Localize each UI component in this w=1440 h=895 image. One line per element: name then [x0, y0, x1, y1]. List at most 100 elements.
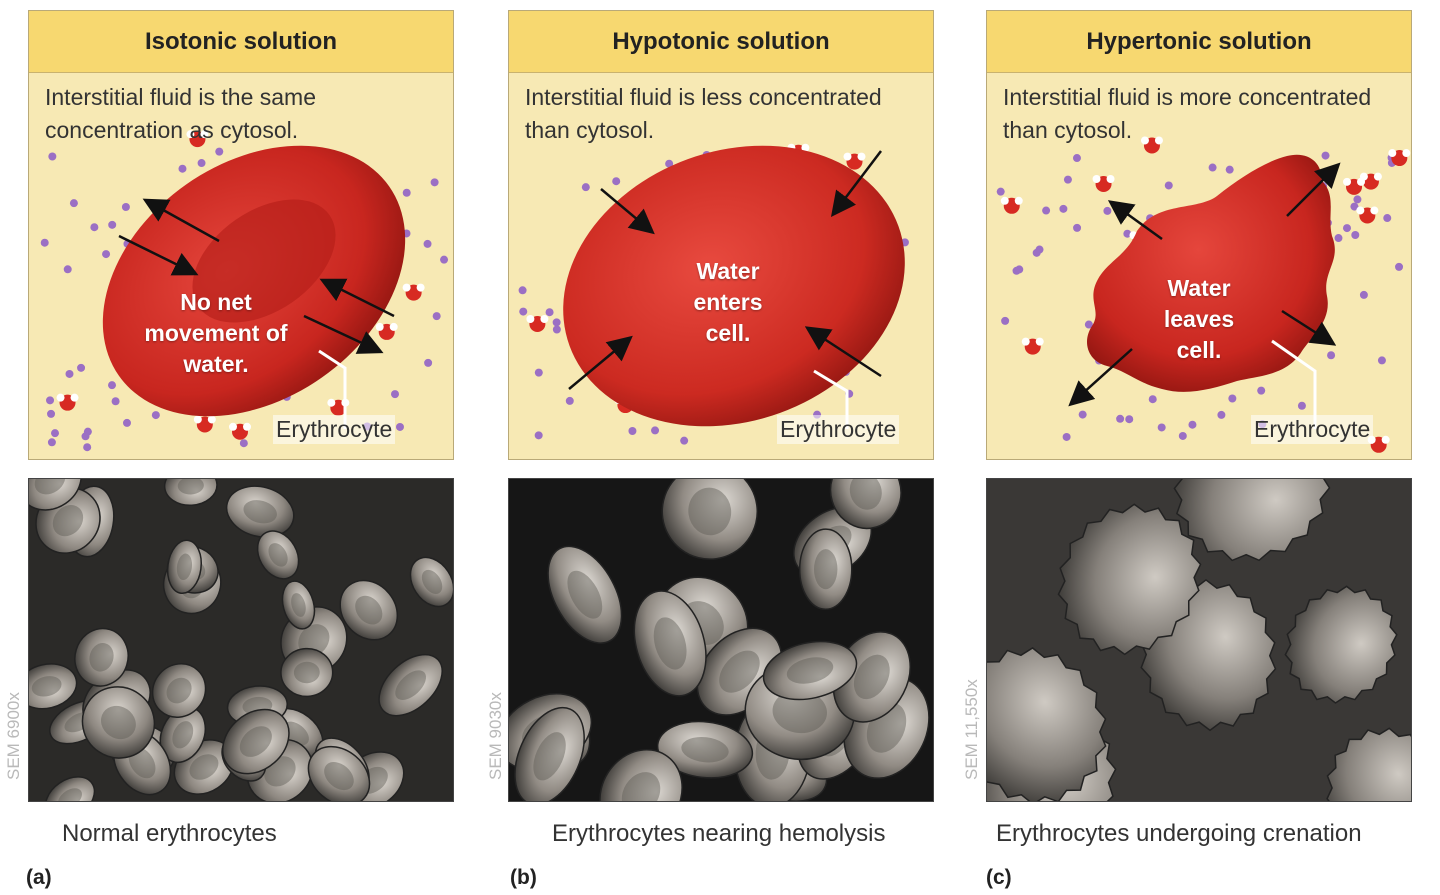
solute-particle: [1123, 229, 1132, 238]
solute-particle: [1148, 395, 1157, 404]
solute-particle: [1383, 214, 1392, 223]
solute-particle: [239, 439, 248, 448]
solute-particle: [121, 203, 130, 212]
solute-particle: [996, 187, 1005, 196]
solute-particle: [402, 188, 411, 197]
water-molecule: [193, 415, 216, 433]
solute-particle: [90, 223, 99, 232]
water-arrows: [568, 150, 882, 390]
solute-particle: [1072, 154, 1081, 163]
solute-particle: [424, 358, 433, 367]
solute-particle: [46, 396, 55, 405]
water-molecule: [843, 152, 866, 170]
solute-particle: [395, 422, 404, 431]
solute-particle: [69, 199, 78, 208]
solute-particle: [565, 396, 574, 405]
micrograph-cell: [166, 539, 203, 595]
micrograph-cell: [987, 647, 1107, 801]
panel-description: Interstitial fluid is the same concentra…: [45, 84, 317, 143]
panel-title: Hypertonic solution: [987, 11, 1411, 73]
solute-particle: [83, 443, 92, 452]
solute-particle: [197, 159, 206, 168]
solute-particle: [81, 432, 90, 441]
solute-particle: [1188, 420, 1197, 429]
micrograph-image: [29, 479, 453, 801]
micrograph-cell: [256, 530, 300, 580]
magnification-label: SEM 11,550x: [962, 679, 981, 780]
panel-description: Interstitial fluid is less concentrated …: [525, 84, 882, 143]
solute-particle: [1042, 206, 1051, 215]
solute-particle: [1059, 204, 1068, 213]
solute-particle: [665, 159, 674, 168]
panel-caption: Erythrocytes undergoing crenation: [996, 820, 1362, 847]
solute-particle: [1377, 356, 1386, 365]
solute-particle: [1228, 394, 1237, 403]
water-molecule: [186, 130, 209, 148]
solute-particle: [1073, 223, 1082, 232]
solute-particle: [440, 255, 449, 264]
panel-title: Isotonic solution: [29, 11, 453, 73]
solute-particle: [1116, 414, 1125, 423]
hypotonic-micrograph: [508, 478, 934, 802]
solute-particle: [1342, 224, 1351, 233]
solute-particle: [63, 265, 72, 274]
panel-hypotonic: Hypotonic solution Interstitial fluid is…: [486, 0, 934, 895]
panel-caption: Normal erythrocytes: [62, 820, 277, 847]
solute-particle: [215, 147, 224, 156]
micrograph-cell: [221, 708, 290, 775]
erythrocyte-label: Erythrocyte: [273, 415, 396, 444]
erythrocyte-leader-line: [318, 349, 347, 429]
water-molecule: [1388, 149, 1411, 167]
micrograph-cell: [378, 653, 443, 717]
solute-particle: [1359, 290, 1368, 299]
micrograph-cell: [307, 745, 371, 801]
solute-particle: [1157, 423, 1166, 432]
solute-particle: [151, 411, 160, 420]
solute-particle: [1062, 432, 1071, 441]
water-molecule: [56, 393, 79, 411]
water-molecule: [1343, 177, 1366, 195]
micrograph-image: [509, 479, 933, 801]
water-arrows: [1068, 162, 1341, 407]
micrograph-cell: [1057, 503, 1202, 656]
micrograph-cell: [29, 663, 78, 710]
solute-particle: [581, 183, 590, 192]
micrograph-cell: [798, 528, 853, 611]
solute-particle: [48, 152, 57, 161]
micrograph-cell: [547, 545, 623, 644]
isotonic-micrograph: [28, 478, 454, 802]
solute-particle: [1178, 431, 1187, 440]
solute-particle: [391, 390, 400, 399]
micrograph-cell: [151, 663, 207, 718]
solute-particle: [432, 312, 441, 321]
solute-particle: [1297, 401, 1306, 410]
panel-letter: (a): [26, 866, 52, 889]
solute-particle: [534, 431, 543, 440]
water-molecule: [1092, 175, 1115, 193]
micrograph-cell: [81, 686, 156, 759]
water-molecule: [1356, 206, 1379, 224]
water-molecule: [1359, 172, 1382, 190]
solute-particle: [612, 177, 621, 186]
micrograph-cell: [29, 479, 82, 511]
solute-particle: [108, 381, 117, 390]
erythrocyte-label: Erythrocyte: [777, 415, 900, 444]
solute-particle: [1327, 351, 1336, 360]
solute-particle: [518, 286, 527, 295]
micrograph-cell: [1284, 585, 1398, 704]
water-molecule: [375, 322, 398, 340]
solute-particle: [1321, 151, 1330, 160]
solute-particle: [423, 239, 432, 248]
solute-particle: [1103, 206, 1112, 215]
micrograph-cell: [44, 776, 96, 801]
micrograph-cell: [829, 479, 902, 530]
hypotonic-diagram: Hypotonic solution Interstitial fluid is…: [508, 10, 934, 460]
solute-particle: [651, 426, 660, 435]
solute-particle: [1001, 316, 1010, 325]
cell-label: No net movement of water.: [144, 289, 288, 377]
solute-particle: [1208, 163, 1217, 172]
panel-title: Hypotonic solution: [509, 11, 933, 73]
micrograph-cell: [409, 556, 453, 608]
solute-particle: [1084, 320, 1093, 329]
micrograph-cell: [339, 579, 399, 641]
